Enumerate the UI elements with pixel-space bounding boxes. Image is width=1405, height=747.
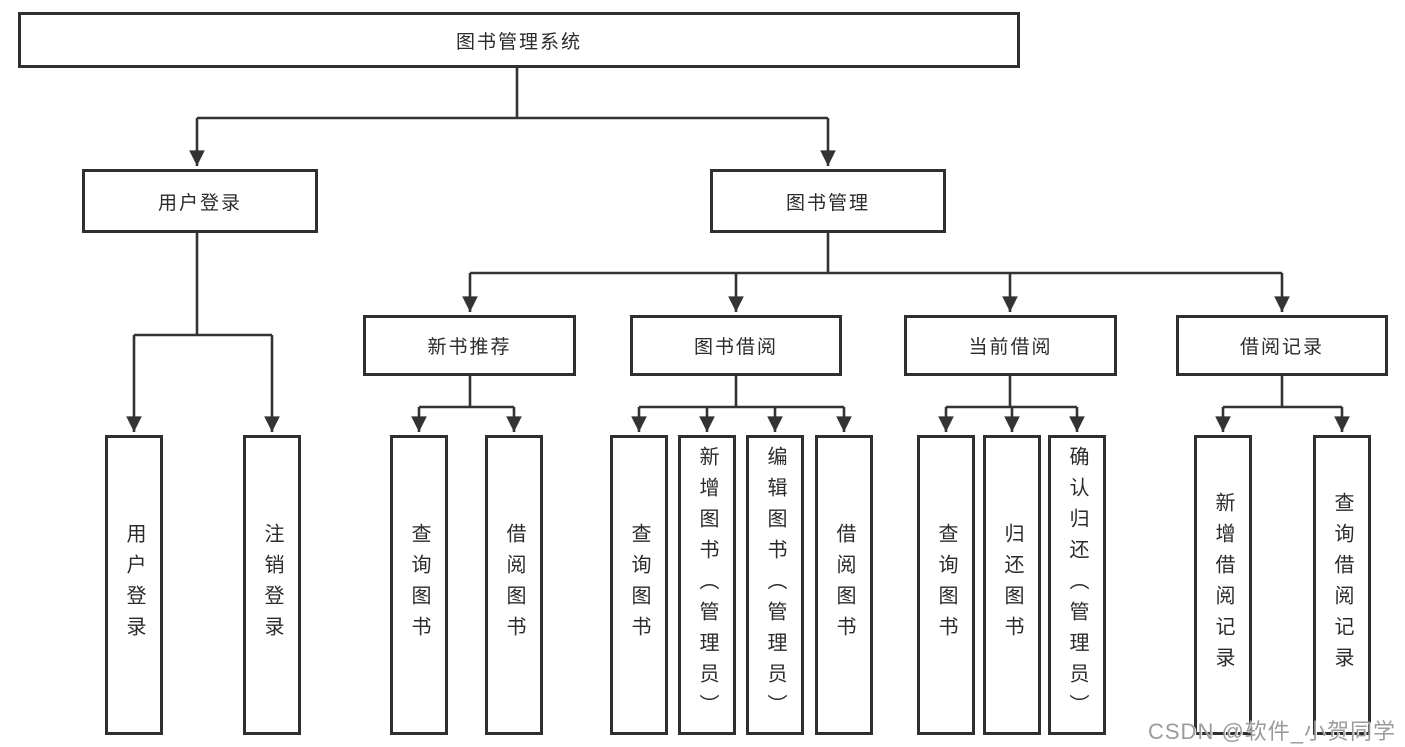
connector-user-login-stem <box>134 233 272 337</box>
leaf-return-books: 归还图书 <box>983 435 1041 735</box>
leaf-add-borrow-record: 新增借阅记录 <box>1194 435 1252 735</box>
leaf-borrow-books-borrowing: 借阅图书 <box>815 435 873 735</box>
node-current-borrowing: 当前借阅 <box>904 315 1117 376</box>
leaf-confirm-return-admin: 确认归还（管理员） <box>1048 435 1106 735</box>
node-book-management-system: 图书管理系统 <box>18 12 1020 68</box>
leaf-query-books-borrowing: 查询图书 <box>610 435 668 735</box>
connector-current-stem <box>946 376 1077 409</box>
connector-root-stem <box>197 68 828 120</box>
leaf-add-book-admin: 新增图书（管理员） <box>678 435 736 735</box>
node-book-borrowing: 图书借阅 <box>630 315 842 376</box>
node-book-management: 图书管理 <box>710 169 946 233</box>
node-borrowing-records: 借阅记录 <box>1176 315 1388 376</box>
leaf-logout: 注销登录 <box>243 435 301 735</box>
connector-recommend-stem <box>419 376 514 409</box>
connector-records-stem <box>1223 376 1342 409</box>
node-user-login: 用户登录 <box>82 169 318 233</box>
node-new-book-recommendation: 新书推荐 <box>363 315 576 376</box>
leaf-edit-book-admin: 编辑图书（管理员） <box>746 435 804 735</box>
connector-book-mgmt-stem <box>470 233 1282 275</box>
connector-borrowing-stem <box>639 376 844 409</box>
leaf-user-login: 用户登录 <box>105 435 163 735</box>
csdn-watermark: CSDN @软件_小贺同学 <box>1148 719 1397 744</box>
leaf-borrow-books-recommend: 借阅图书 <box>485 435 543 735</box>
leaf-query-borrow-record: 查询借阅记录 <box>1313 435 1371 735</box>
leaf-query-books-current: 查询图书 <box>917 435 975 735</box>
leaf-query-books-recommend: 查询图书 <box>390 435 448 735</box>
